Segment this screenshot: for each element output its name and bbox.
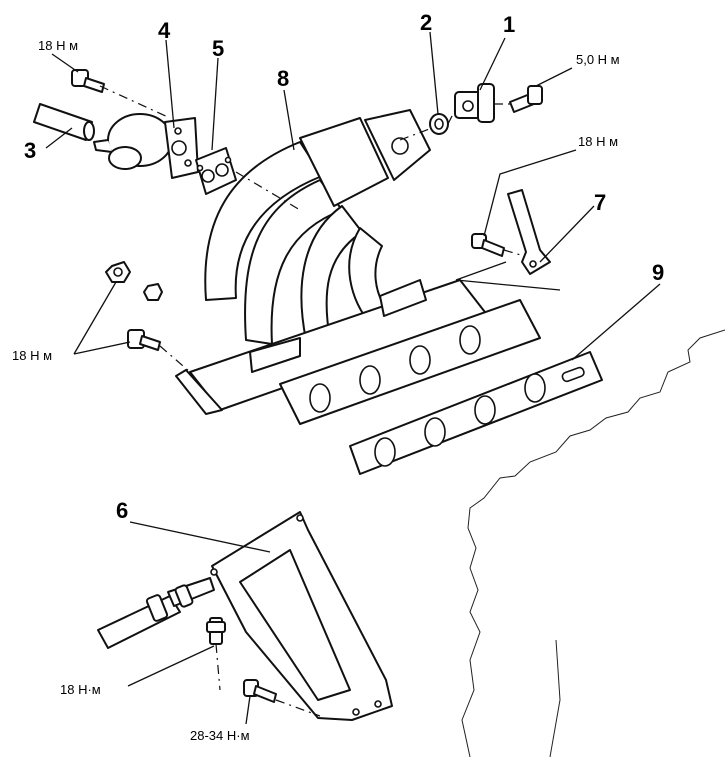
callout-5: 5 (212, 36, 224, 61)
bracket-part-7 (507, 189, 551, 275)
torque-labels: 18 Н м 5,0 Н м 18 Н м 18 Н м 18 Н·м 28-3… (12, 38, 620, 743)
manifold-nuts (105, 261, 163, 351)
pipe-part-3 (33, 103, 95, 141)
support-bracket-part-6 (210, 511, 393, 721)
callout-6: 6 (116, 498, 128, 523)
sensor-part-1 (454, 83, 495, 123)
callout-2: 2 (420, 10, 432, 35)
callout-9: 9 (652, 260, 664, 285)
callout-1: 1 (503, 12, 515, 37)
callout-7: 7 (594, 190, 606, 215)
torque-manifold-nuts: 18 Н м (12, 348, 52, 363)
egr-bolt (71, 69, 105, 93)
torque-egr-bolt: 18 Н м (38, 38, 78, 53)
torque-support-bolt-2: 28-34 Н·м (190, 728, 250, 743)
egr-valve-part-4 (93, 113, 199, 179)
hose (97, 577, 215, 649)
sensor-bolt (509, 85, 543, 113)
torque-sensor-bolt: 5,0 Н м (576, 52, 620, 67)
exhaust-manifold-part-8 (175, 109, 489, 415)
callout-labels: 1 2 3 4 5 6 7 8 9 (24, 10, 664, 523)
callout-8: 8 (277, 66, 289, 91)
callout-3: 3 (24, 138, 36, 163)
leader-lines (45, 31, 661, 725)
torque-support-bolt: 18 Н·м (60, 682, 101, 697)
torque-bracket-bolt: 18 Н м (578, 134, 618, 149)
gasket-part-5 (195, 147, 237, 195)
assembly-lines (99, 85, 525, 717)
callout-4: 4 (158, 18, 171, 43)
engine-block-outline (461, 329, 725, 757)
manifold-gasket-part-9 (279, 299, 603, 475)
washer-part-2 (429, 113, 449, 135)
support-bolts (206, 617, 277, 703)
bracket-bolt (471, 233, 505, 257)
